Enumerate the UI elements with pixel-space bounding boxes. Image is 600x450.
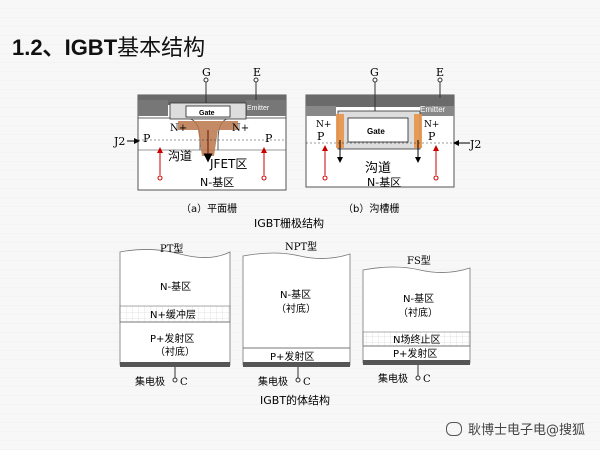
trench-gate-label: Gate [367,127,385,136]
pt-buffer: N+缓冲层 [150,308,196,321]
trench-emitter-label: Emitter [420,105,446,114]
planar-p-left: P [143,132,151,145]
fs-substrate: （衬底） [398,306,438,319]
pt-title: PT型 [160,242,183,255]
planar-e-label: E [253,66,261,79]
watermark: 耿博士电子电@搜狐 [446,419,585,438]
pt-structure: PT型 N-基区 N+缓冲层 P+发射区 （衬底） 集电极 C [119,242,231,388]
body-structure-caption: IGBT的体结构 [260,393,330,407]
title-text: 基本结构 [117,36,206,61]
trench-p-right: P [428,130,436,143]
planar-caption: （a）平面栅 [181,202,237,215]
pt-pemit: P+发射区 [150,332,194,345]
pt-c: C [180,377,188,388]
pt-collector: 集电极 [135,375,165,388]
trench-p-left: P [317,130,325,143]
wechat-icon [446,422,462,436]
slide-title: 1.2、IGBT基本结构 [12,30,205,62]
npt-title: NPT型 [285,240,317,253]
trench-channel-label: 沟道 [365,161,391,176]
planar-channel-label: 沟道 [168,149,192,163]
planar-j2-label: J2 [113,135,125,148]
pt-substrate: （衬底） [155,345,195,358]
gate-structure-caption: IGBT栅极结构 [254,216,324,230]
fs-title: FS型 [407,254,431,267]
planar-nplus-left: N+ [170,123,187,134]
trench-nplus-right: N+ [424,120,439,130]
planar-g-label: G [202,66,211,79]
trench-nplus-left: N+ [316,120,331,130]
trench-gate-diagram: G E Gate Emitter N+ N+ P P J2 沟道 N-基区 （b… [305,66,481,215]
watermark-text: 耿博士电子电@搜狐 [468,423,586,438]
fs-structure: FS型 N-基区 （衬底） N场终止区 P+发射区 集电极 C [362,254,471,385]
planar-p-right: P [265,132,273,145]
planar-gate-label: Gate [199,110,215,117]
trench-g-label: G [370,66,379,79]
npt-pemit: P+发射区 [270,350,314,363]
fs-stop: N场终止区 [393,333,440,346]
trench-caption: （b）沟槽栅 [343,202,399,215]
planar-gate-diagram: G E Gate Emitter N+ N+ P P J2 沟道 JFET区 N… [113,66,287,215]
npt-collector: 集电极 [258,375,288,388]
planar-jfet-label: JFET区 [209,157,247,171]
planar-nbase-label: N-基区 [200,176,234,189]
fs-c: C [423,374,431,385]
trench-nbase-label: N-基区 [367,176,401,189]
npt-c: C [303,377,311,388]
pt-nbase: N-基区 [160,280,191,293]
title-number: 1.2、IGBT [12,35,118,60]
planar-nplus-right: N+ [232,123,249,134]
npt-structure: NPT型 N-基区 （衬底） P+发射区 集电极 C [242,240,351,388]
fs-nbase: N-基区 [403,292,434,305]
fs-collector: 集电极 [378,372,408,385]
planar-emitter-label: Emitter [247,105,270,112]
trench-e-label: E [436,66,444,79]
npt-substrate: （衬底） [276,302,316,315]
trench-j2-label: J2 [469,138,481,151]
fs-pemit: P+发射区 [393,347,437,360]
npt-nbase: N-基区 [280,288,311,301]
